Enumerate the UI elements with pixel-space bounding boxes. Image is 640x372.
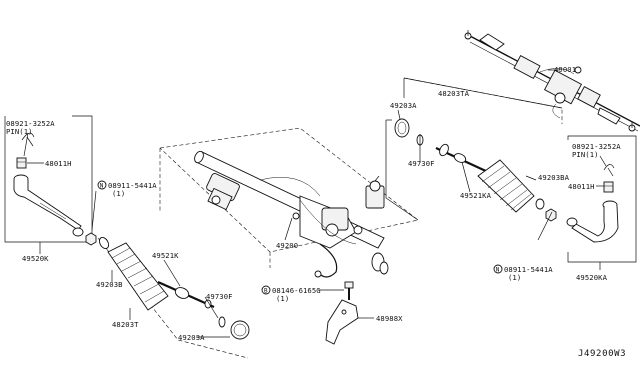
label-qty-bolt: (1)	[276, 294, 289, 303]
label-49001: 49001	[554, 65, 576, 74]
n-marker-left	[97, 180, 107, 190]
center-rack-group: 49200 B 08146-6165G (1) 48988X	[159, 127, 419, 345]
cotter-pin-right-icon	[603, 164, 615, 177]
label-49521k: 49521K	[152, 251, 179, 260]
b-marker-bolt	[261, 285, 271, 295]
label-08911-5441a-right: 08911-5441A	[504, 265, 553, 274]
cotter-pin-icon	[21, 132, 35, 147]
bracket-icon	[325, 299, 359, 345]
small-clamp-right-icon	[535, 198, 545, 210]
right-boot-inner-rod-group: 49203A 48203TA 49730F 49203BA 49521KA	[385, 77, 570, 241]
label-49200: 49200	[276, 241, 298, 250]
label-48011h-left: 48011H	[45, 159, 72, 168]
right-outer-tie-rod-group: 08921-3252A PIN(1) 48011H N 08911-5441A …	[493, 135, 637, 282]
right-group-bracket-outer	[567, 135, 637, 263]
label-49203b: 49203B	[96, 280, 123, 289]
label-48203ta: 48203TA	[438, 89, 470, 98]
diagram-code: J49200W3	[578, 349, 626, 359]
label-48203t: 48203T	[112, 320, 139, 329]
label-08911-5441a-left: 08911-5441A	[108, 181, 157, 190]
left-boot-inner-rod-group: 49203B 49521K 49730F 48203T 49203A	[96, 236, 250, 359]
label-qty-right: (1)	[508, 273, 521, 282]
bolt-icon	[344, 281, 354, 300]
outer-tie-rod-end-left-icon	[13, 174, 84, 237]
hex-nut-left-icon	[85, 232, 97, 246]
label-48988x: 48988X	[376, 314, 403, 323]
label-pin-right: PIN(1)	[572, 150, 599, 159]
label-08146-6165g: 08146-6165G	[272, 286, 321, 295]
n-marker-right-letter: N	[496, 267, 500, 274]
rack-overview-icon	[464, 30, 640, 132]
label-48011h-right: 48011H	[568, 182, 595, 191]
steering-rack-icon	[194, 150, 389, 278]
steering-boot-right-icon	[477, 159, 535, 213]
label-49203a-top: 49203A	[390, 101, 417, 110]
steering-boot-left-icon	[107, 242, 169, 311]
inner-tie-rod-right-icon	[435, 143, 489, 173]
left-alignment-dash	[97, 237, 249, 359]
label-pin-left: PIN(1)	[6, 127, 33, 136]
large-clamp-right-icon	[394, 118, 410, 138]
outer-tie-rod-end-right-icon	[566, 200, 619, 243]
right-group-bracket	[385, 120, 419, 221]
b-marker-letter: B	[264, 288, 268, 295]
hex-nut-right-icon	[545, 208, 557, 222]
large-clamp-left-icon	[230, 320, 250, 340]
label-49730f-left: 49730F	[206, 292, 233, 301]
n-marker-right	[493, 264, 503, 274]
left-outer-tie-rod-group: 08921-3252A PIN(1) 48011H 49520K N 08911…	[4, 115, 157, 263]
small-clamp-left-icon	[98, 236, 110, 250]
label-49730f-right: 49730F	[408, 159, 435, 168]
label-49203ba: 49203BA	[538, 173, 570, 182]
label-49203a-bottom: 49203A	[178, 333, 205, 342]
inner-tie-rod-left-icon	[157, 280, 215, 309]
label-08921-3252a-left: 08921-3252A	[6, 119, 55, 128]
rack-outline-dash	[159, 127, 419, 253]
label-49520ka: 49520KA	[576, 273, 608, 282]
pinion-valve-icon	[365, 175, 385, 209]
right-upper-dash	[403, 77, 563, 124]
castle-nut-icon	[16, 157, 27, 169]
lock-washer-left-icon	[218, 316, 226, 328]
label-qty-left: (1)	[112, 189, 125, 198]
castle-nut-right-icon	[603, 181, 614, 193]
rack-overview-group: 49001	[464, 30, 640, 132]
label-08921-3252a-right: 08921-3252A	[572, 142, 621, 151]
label-49520k: 49520K	[22, 254, 49, 263]
n-marker-left-letter: N	[100, 183, 104, 190]
label-49521ka: 49521KA	[460, 191, 492, 200]
